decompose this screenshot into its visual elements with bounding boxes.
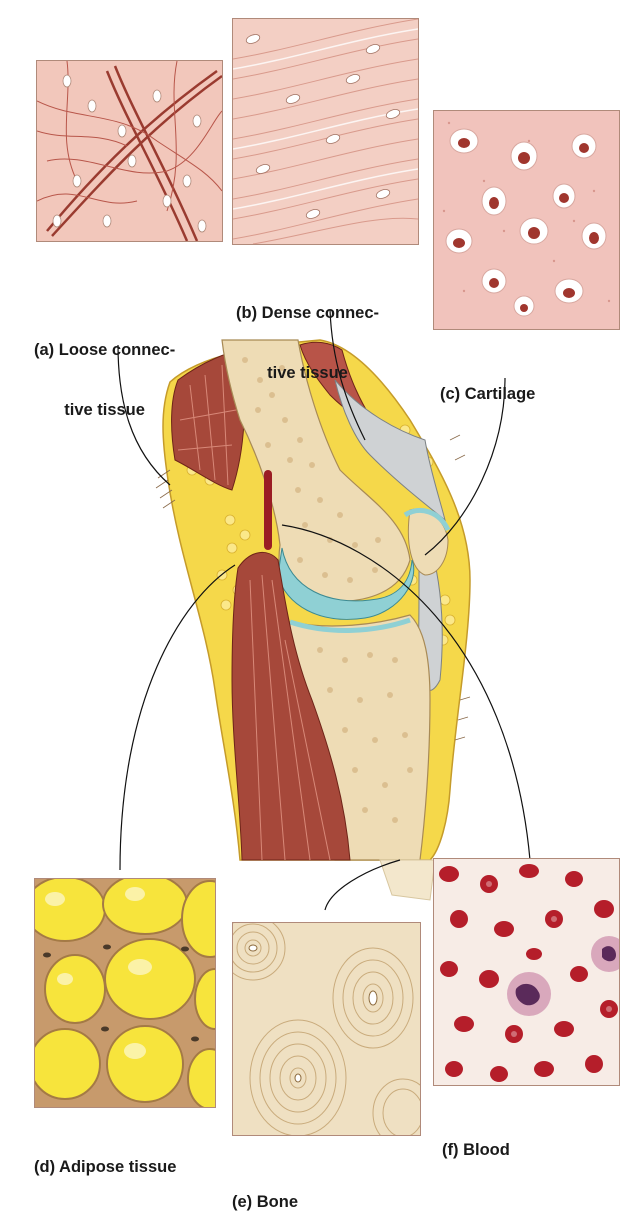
label-cartilage: (c) Cartilage (440, 344, 535, 424)
label-loose-connective: (a) Loose connec- tive tissue (34, 300, 175, 440)
label-blood: (f) Blood (442, 1100, 510, 1180)
blood-panel (433, 858, 620, 1086)
blood-vessel (264, 470, 272, 550)
dense-connective-tissue-panel (232, 18, 419, 245)
loose-connective-tissue-panel (36, 60, 223, 242)
bone-panel (232, 922, 421, 1136)
label-bone: (e) Bone (232, 1152, 298, 1232)
label-adipose: (d) Adipose tissue (34, 1117, 176, 1197)
cartilage-panel (433, 110, 620, 330)
adipose-tissue-panel (34, 878, 216, 1108)
label-dense-connective: (b) Dense connec- tive tissue (236, 263, 379, 403)
